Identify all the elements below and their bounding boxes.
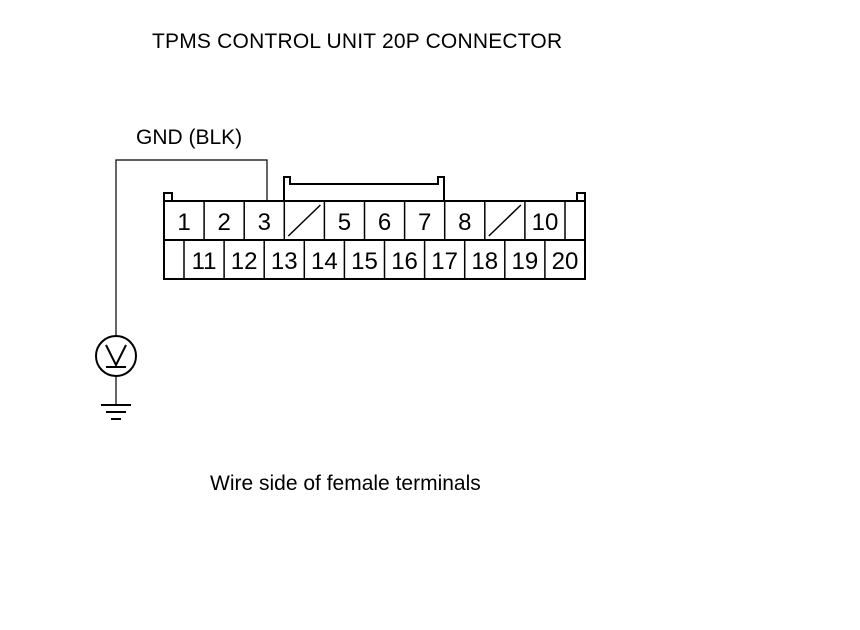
terminal-19: 19 [511,248,538,275]
terminal-13: 13 [271,248,298,275]
terminal-5: 5 [338,209,351,236]
voltmeter-icon [95,335,137,377]
terminal-14: 14 [311,248,338,275]
terminal-18: 18 [471,248,498,275]
wire-label: GND (BLK) [136,126,243,149]
diagram-title: TPMS CONTROL UNIT 20P CONNECTOR [152,30,563,53]
terminal-6: 6 [378,209,391,236]
blank-cell-mark [488,204,522,237]
terminal-12: 12 [231,248,258,275]
terminal-8: 8 [458,209,471,236]
terminal-20: 20 [552,248,579,275]
terminal-16: 16 [391,248,418,275]
caption: Wire side of female terminals [210,472,481,495]
probe-wire [115,159,268,404]
terminal-15: 15 [351,248,378,275]
terminal-2: 2 [217,209,230,236]
connector-body [163,176,586,280]
terminal-17: 17 [431,248,458,275]
bottom-row: 11 12 13 14 15 16 17 18 19 20 [183,240,579,279]
blank-cell-mark [287,204,321,237]
ground-icon [101,404,131,420]
terminal-1: 1 [177,209,190,236]
terminal-7: 7 [418,209,431,236]
terminal-11: 11 [192,248,217,275]
terminal-3: 3 [258,209,271,236]
terminal-10: 10 [532,209,559,236]
